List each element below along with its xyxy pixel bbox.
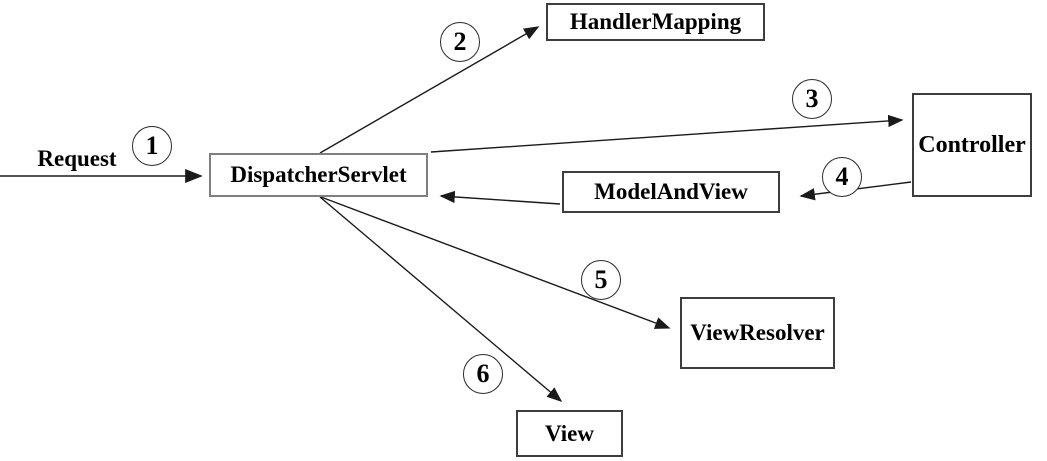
step-badge-3: 3 bbox=[792, 79, 832, 119]
request-label: Request bbox=[37, 146, 117, 171]
node-view-resolver: ViewResolver bbox=[680, 297, 835, 369]
node-view: View bbox=[516, 410, 623, 457]
node-handler-mapping: HandlerMapping bbox=[546, 3, 765, 41]
step-badge-5: 5 bbox=[581, 260, 621, 300]
node-controller: Controller bbox=[912, 93, 1032, 197]
edge-dispatcher-to-view bbox=[319, 196, 563, 402]
step-badge-1: 1 bbox=[132, 126, 172, 166]
node-model-and-view: ModelAndView bbox=[562, 171, 780, 213]
step-badge-6: 6 bbox=[463, 354, 503, 394]
edge-dispatcher-to-view-resolver bbox=[320, 196, 671, 329]
node-dispatcher-servlet: DispatcherServlet bbox=[209, 153, 428, 197]
edge-model-and-view-to-dispatcher bbox=[439, 190, 561, 205]
edge-dispatcher-to-handler-mapping bbox=[319, 26, 540, 154]
step-badge-4: 4 bbox=[822, 157, 862, 197]
step-badge-2: 2 bbox=[440, 22, 480, 62]
edge-dispatcher-to-controller bbox=[430, 114, 904, 153]
